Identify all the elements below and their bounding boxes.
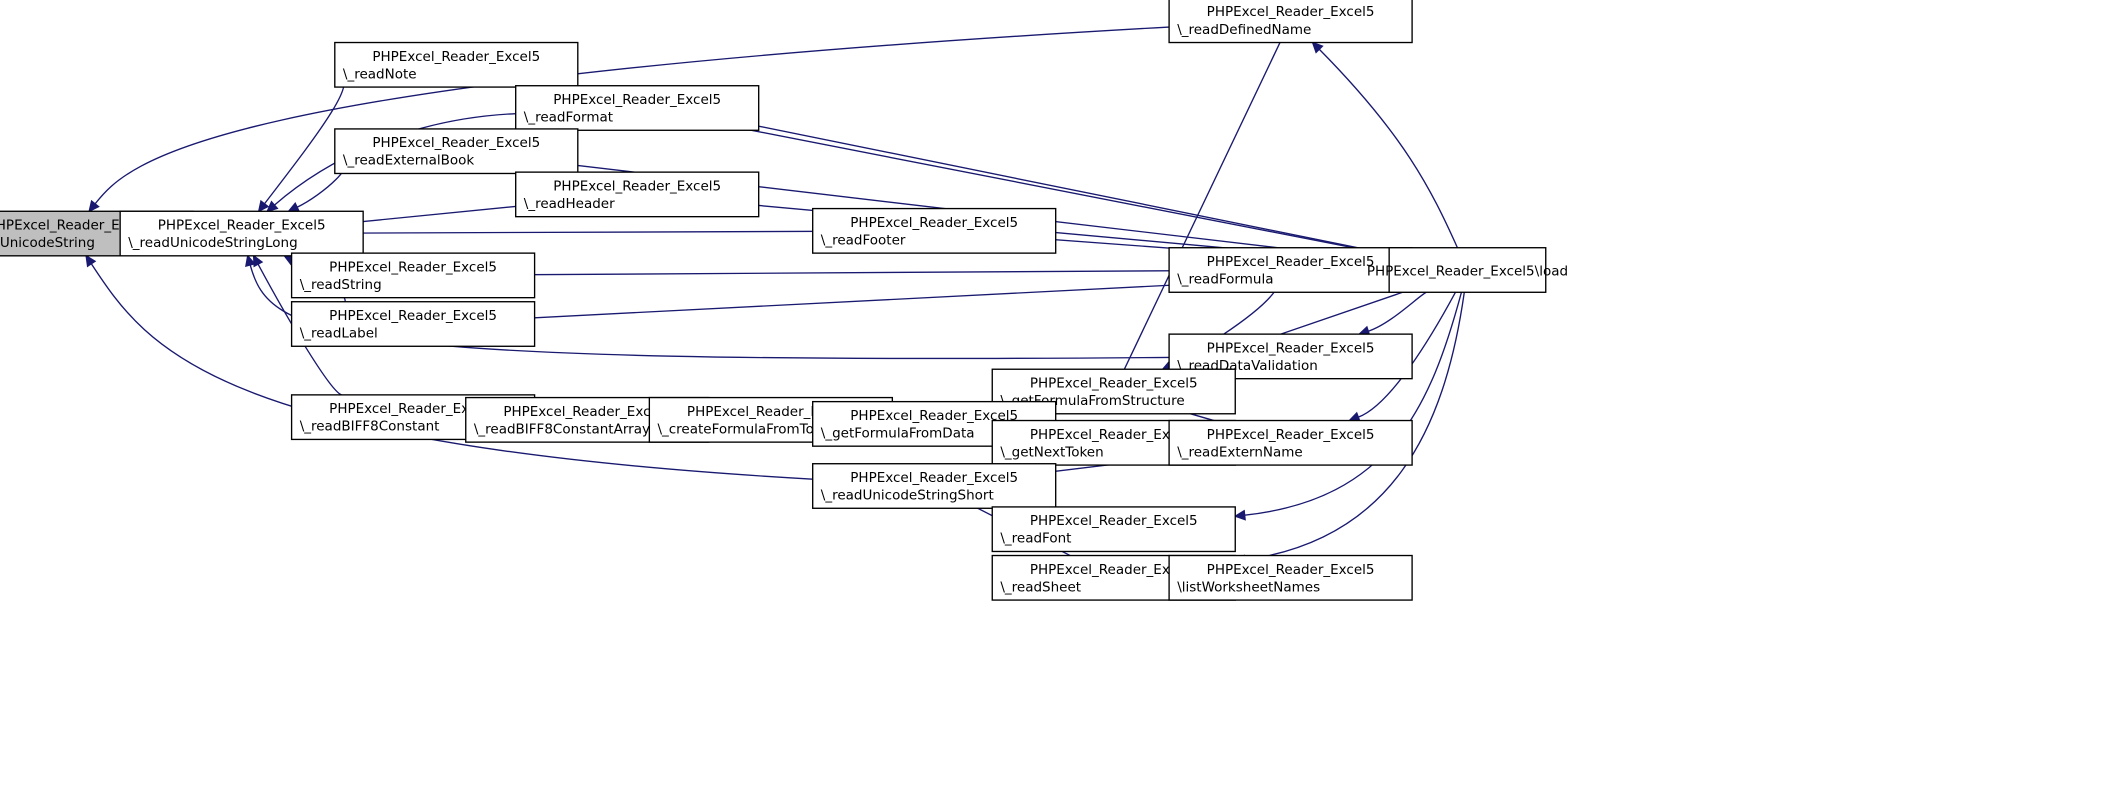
node-label-line1: PHPExcel_Reader_Excel5 [553,92,721,108]
node-label-line1: PHPExcel_Reader_Excel5 [850,470,1018,486]
node-readFont[interactable]: PHPExcel_Reader_Excel5 \_readFont [991,506,1236,553]
edge-readNote-to-readUnicodeStringLong [263,76,345,205]
node-readDefinedName[interactable]: PHPExcel_Reader_Excel5 \_readDefinedName [1168,0,1413,44]
node-label-line1: PHPExcel_Reader_Excel5 [1030,375,1198,391]
node-box [290,301,536,347]
node-box [1168,0,1413,44]
node-label-line1: PHPExcel_Reader_Excel5 [850,215,1018,231]
node-label-line1: PHPExcel_Reader_Excel5 [158,218,326,234]
edge-arrowhead [266,200,279,213]
node-label-line2: \_readFormula [1177,272,1273,288]
node-readFormat[interactable]: PHPExcel_Reader_Excel5 \_readFormat [515,85,760,131]
node-readUnicodeStringShort[interactable]: PHPExcel_Reader_Excel5 \_readUnicodeStrin… [812,463,1057,509]
node-readUnicodeStringLong[interactable]: PHPExcel_Reader_Excel5\_readUnicodeStrin… [119,210,364,257]
node-readHeader[interactable]: PHPExcel_Reader_Excel5 \_readHeader [515,171,760,218]
edge-arrowhead [1311,41,1324,54]
node-label-line2: \_readString [300,277,382,293]
node-label-line1: PHPExcel_Reader_Excel5 [1207,254,1375,270]
node-box [1168,419,1413,466]
node-label-line2: \_readFont [1000,531,1071,547]
node-label-line1: PHPExcel_Reader_Excel5 [329,401,497,417]
edge-arrowhead [88,199,100,213]
node-label-line1: PHPExcel_Reader_Excel5 [329,308,497,324]
node-load[interactable]: PHPExcel_Reader_Excel5\load [1367,247,1568,293]
node-readFooter[interactable]: PHPExcel_Reader_Excel5\_readFooter [812,207,1057,254]
edge-arrowhead [257,199,270,213]
node-label-line1: PHPExcel_Reader_Excel5 [850,408,1018,424]
node-label-line2: \_readBIFF8Constant [300,419,440,435]
node-label-line2: \_readDefinedName [1177,22,1311,38]
node-box [334,128,579,175]
node-box [334,41,579,88]
edge-load-to-readFormat [646,109,1468,271]
nodes-layer: PHPExcel_Reader_Excel5\_readUnicodeStrin… [0,0,1568,601]
edge-readDefinedName-to-getFormulaFromStructure [1117,19,1292,384]
node-label-line1: PHPExcel_Reader_Excel5 [1030,427,1198,443]
node-label-line2: \_readHeader [524,196,615,212]
edge-arrowhead [245,254,256,268]
node-box [991,506,1236,553]
node-listWorksheetNames[interactable]: PHPExcel_Reader_Excel5\listWorksheetName… [1168,554,1413,601]
node-label-line1: PHPExcel_Reader_Excel5 [1207,562,1375,578]
edge-arrowhead [252,254,264,268]
node-readString[interactable]: PHPExcel_Reader_Excel5 \_readString [290,252,536,299]
node-readFormula[interactable]: PHPExcel_Reader_Excel5 \_readFormula [1168,247,1413,293]
node-label-line2: \_readBIFF8ConstantArray [474,421,650,437]
node-box [1168,247,1413,293]
edge-readFormula-to-readString [422,269,1291,277]
node-label-line1: PHPExcel_Reader_Excel5 [372,135,540,151]
node-label-line2: \_readExternName [1177,444,1303,460]
node-box [812,463,1057,509]
node-box [290,252,536,299]
node-readExternalBook[interactable]: PHPExcel_Reader_Excel5 \_readExternalBook [334,128,579,175]
node-readLabel[interactable]: PHPExcel_Reader_Excel5 \_readLabel [290,301,536,347]
edge-readBIFF8Constant-to-readUnicodeStringLong [257,263,342,396]
node-label-line1: PHPExcel_Reader_Excel5 [1207,427,1375,443]
node-box [1388,247,1547,293]
node-box [1168,554,1413,601]
node-label-line2: \_readFooter [821,232,906,248]
edge-load-to-readDataValidation [1368,291,1427,332]
edge-readUnicodeStringShort-to-readUnicodeString [90,263,813,480]
node-box [515,171,760,218]
node-label-line2: \_readUnicodeStringLong [128,235,297,251]
edge-readDefinedName-to-readUnicodeString [94,26,1170,205]
node-label-line1: PHPExcel_Reader_Excel5 [503,404,671,420]
node-label-line1: PHPExcel_Reader_Excel5 [329,259,497,275]
edge-load-to-readSheet [1244,292,1465,561]
node-label-line1: PHPExcel_Reader_Excel5 [0,218,155,234]
node-label-line1: PHPExcel_Reader_Excel5 [1030,513,1198,529]
node-label-line1: PHPExcel_Reader_Excel5 [1030,562,1198,578]
node-box [119,210,364,257]
edge-arrowhead [287,201,301,212]
node-label-line2: \_readLabel [300,326,378,342]
node-label-line2: \_readExternalBook [343,153,474,169]
edge-load-to-readDefinedName [1318,48,1459,249]
node-label-line2: \listWorksheetNames [1177,579,1320,595]
edge-arrowhead [1233,509,1246,521]
node-label-line1: PHPExcel_Reader_Excel5 [372,49,540,65]
node-label-line2: \_getFormulaFromData [821,425,975,441]
node-label: PHPExcel_Reader_Excel5\load [1367,263,1568,279]
node-label-line2: \_readUnicodeString [0,235,95,251]
node-label-line2: \_getNextToken [1000,444,1103,460]
node-readUnicodeString[interactable]: PHPExcel_Reader_Excel5\_readUnicodeStrin… [0,210,194,257]
edge-load-to-readFont [1244,292,1463,516]
node-readExternName[interactable]: PHPExcel_Reader_Excel5\_readExternName [1168,419,1413,466]
node-label-line1: PHPExcel_Reader_Excel5 [1207,4,1375,20]
node-label-line1: PHPExcel_Reader_Excel5 [553,178,721,194]
node-label-line2: \_readUnicodeStringShort [821,488,994,504]
node-box [812,207,1057,254]
node-label-line2: \_readNote [343,66,417,82]
edge-arrowhead [85,254,97,268]
edges-layer [69,19,1468,584]
node-readNote[interactable]: PHPExcel_Reader_Excel5\_readNote [334,41,579,88]
node-label-line1: PHPExcel_Reader_Excel5 [1207,340,1375,356]
node-label-line2: \_createFormulaFromTokens [657,421,845,437]
node-label-line2: \_readSheet [1000,579,1081,595]
node-box [515,85,760,131]
node-label-line2: \_readFormat [524,110,613,126]
